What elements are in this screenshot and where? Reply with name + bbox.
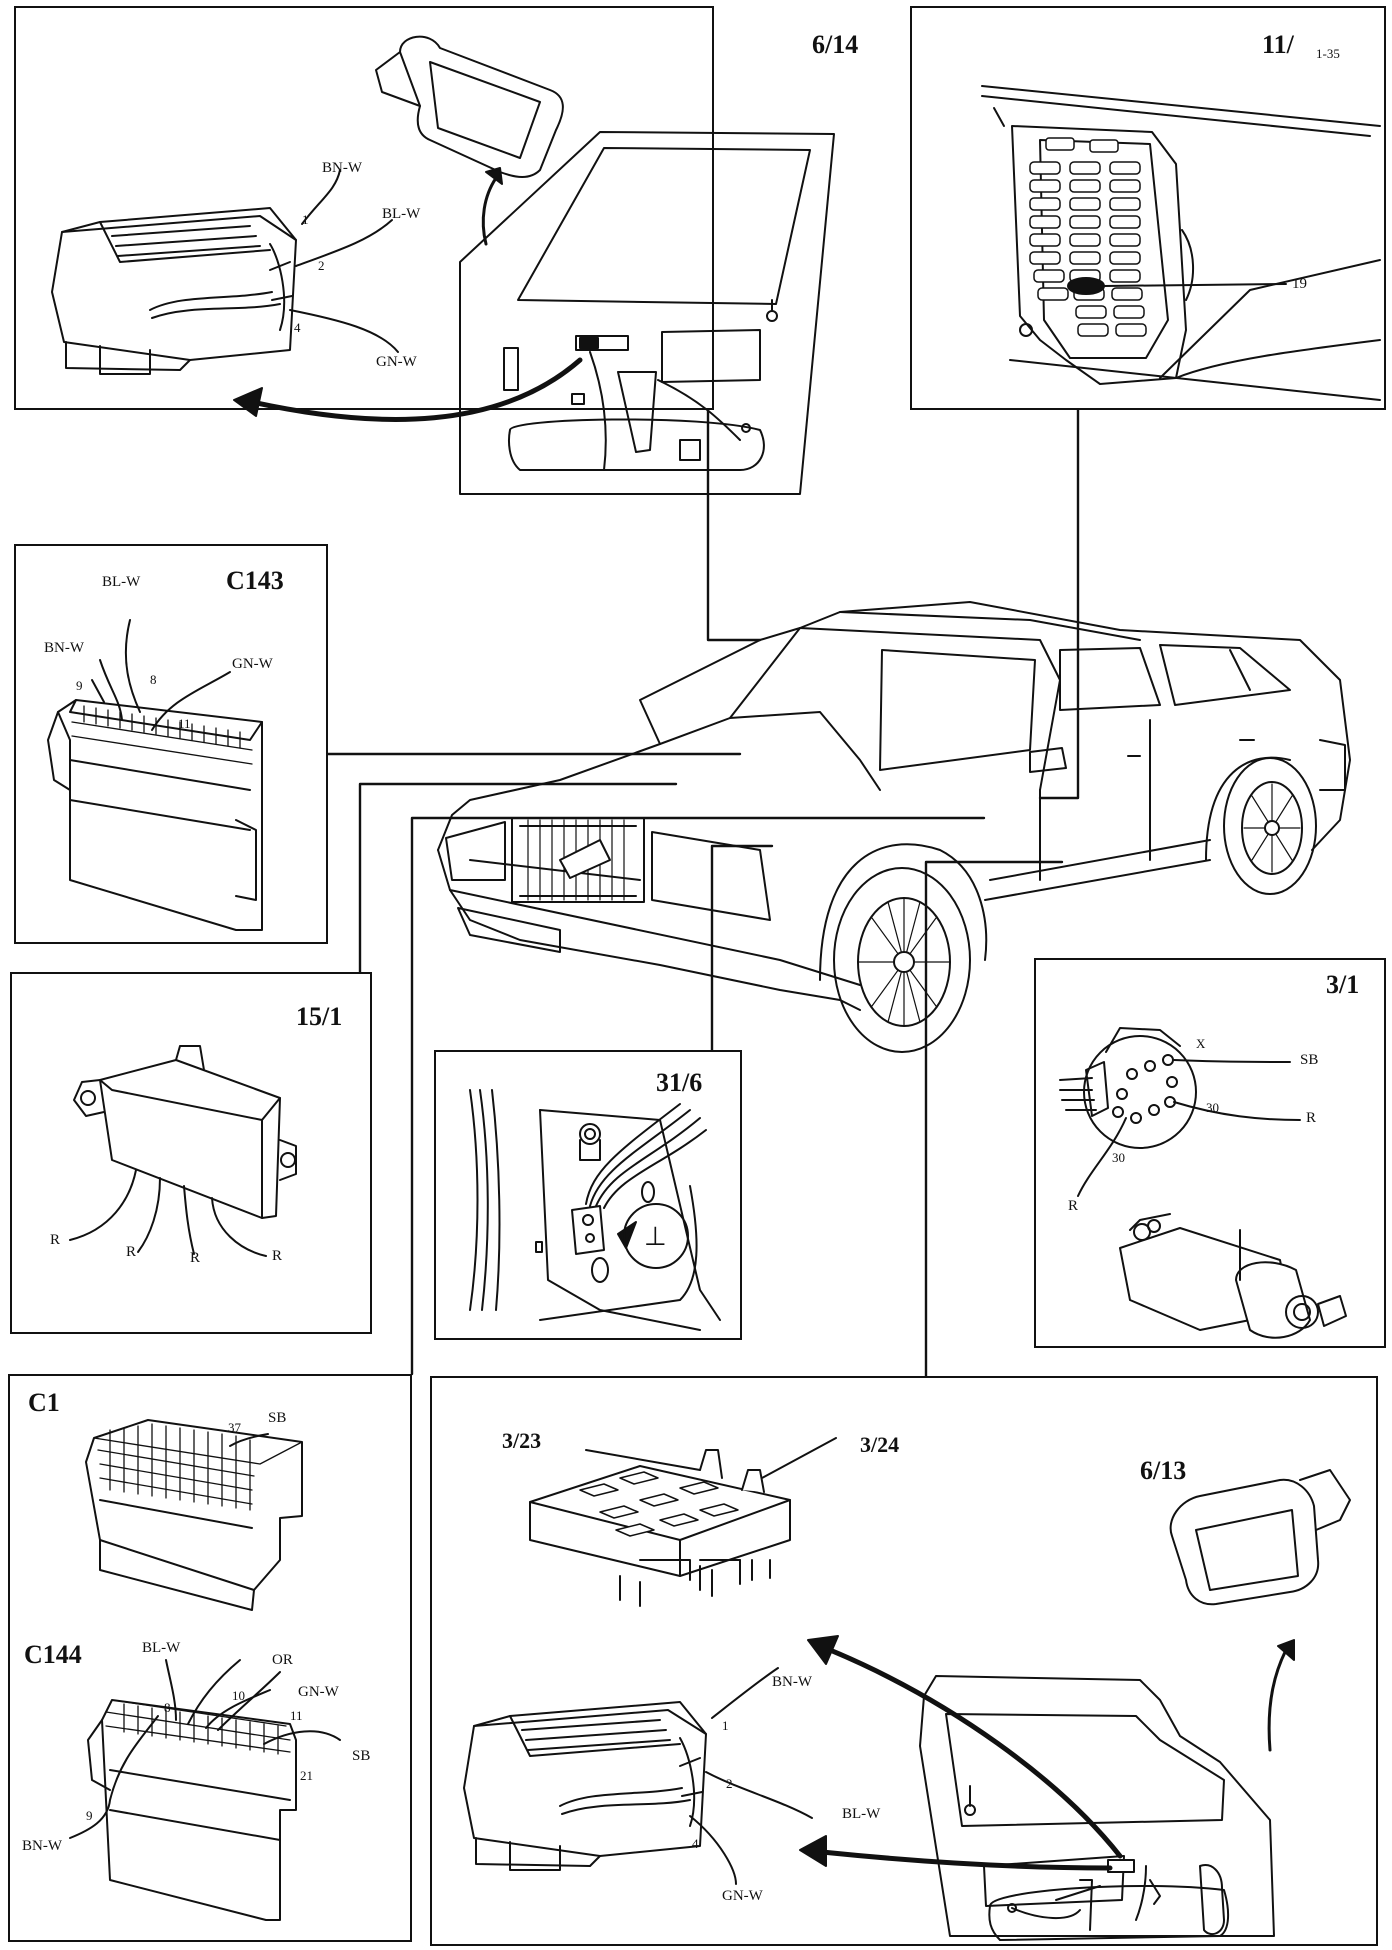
wire-label-bl-w: BL-W xyxy=(842,1806,881,1822)
panel-title-15-1: 15/1 xyxy=(296,1002,343,1031)
panel-31-6 xyxy=(434,1050,742,1340)
wire-label-r: R xyxy=(126,1244,137,1260)
pin-label-21: 21 xyxy=(300,1768,313,1783)
panel-c143 xyxy=(14,544,328,944)
pin-label-2: 2 xyxy=(726,1776,733,1791)
pin-label-1: 1 xyxy=(722,1718,729,1733)
wire-label-gn-w: GN-W xyxy=(232,656,273,672)
panel-11-art xyxy=(981,85,1381,401)
wire-label-bl-w: BL-W xyxy=(142,1640,181,1656)
pin-label-2: 2 xyxy=(318,258,325,273)
terminal-label-30: 30 xyxy=(1112,1150,1125,1165)
panel-c1-c144 xyxy=(8,1374,412,1942)
wire-label-sb: SB xyxy=(268,1410,287,1426)
panel-15-1 xyxy=(10,972,372,1334)
panel-title-11: 11/ xyxy=(1262,30,1294,59)
panel-c1-art xyxy=(85,1419,303,1611)
wire-label-bn-w: BN-W xyxy=(22,1838,62,1854)
wire-label-gn-w: GN-W xyxy=(298,1684,339,1700)
pin-label-4: 4 xyxy=(294,320,301,335)
panel-c144-art xyxy=(69,1659,341,1921)
wire-label-bn-w: BN-W xyxy=(322,160,362,176)
panel-title-6-13: 6/13 xyxy=(1140,1456,1187,1485)
wire-label-bn-w: BN-W xyxy=(44,640,84,656)
panel-6-14-art xyxy=(51,35,835,495)
wire-label-r: R xyxy=(272,1248,283,1264)
wire-label-bl-w: BL-W xyxy=(102,574,141,590)
wire-label-r: R xyxy=(1306,1110,1317,1126)
pin-label-8: 8 xyxy=(164,1700,171,1715)
terminal-label-30: 30 xyxy=(1206,1100,1219,1115)
panel-3-1 xyxy=(1034,958,1386,1348)
terminal-label-x: X xyxy=(1196,1036,1206,1051)
wire-label-sb: SB xyxy=(352,1748,371,1764)
pin-label-4: 4 xyxy=(692,1836,699,1851)
pin-label-11: 11 xyxy=(178,716,191,731)
wire-label-r: R xyxy=(190,1250,201,1266)
panel-6-14 xyxy=(14,6,714,410)
pin-label-1: 1 xyxy=(302,212,309,227)
pin-label-8: 8 xyxy=(150,672,157,687)
pin-label-9: 9 xyxy=(76,678,83,693)
ground-symbol: ⊥ xyxy=(644,1222,667,1251)
panel-6-13 xyxy=(430,1376,1378,1946)
wire-label-sb: SB xyxy=(1300,1052,1319,1068)
pin-label-11: 11 xyxy=(290,1708,303,1723)
wire-label-gn-w: GN-W xyxy=(376,354,417,370)
panel-title-3-1: 3/1 xyxy=(1326,970,1360,999)
wire-label-gn-w: GN-W xyxy=(722,1888,763,1904)
panel-subtitle-1-35: 1-35 xyxy=(1316,46,1340,61)
panel-31-6-art xyxy=(469,1089,721,1331)
wire-label-or: OR xyxy=(272,1652,293,1668)
wire-label-bl-w: BL-W xyxy=(382,206,421,222)
wire-label-r: R xyxy=(1068,1198,1079,1214)
wire-label-r: R xyxy=(50,1232,61,1248)
panel-6-13-art xyxy=(463,1437,1351,1941)
pin-label-10: 10 xyxy=(232,1688,245,1703)
panel-3-1-art xyxy=(1059,1027,1347,1339)
pin-label-37: 37 xyxy=(228,1420,241,1435)
car-illustration xyxy=(437,601,1351,1053)
switch-label-3-24: 3/24 xyxy=(860,1432,900,1457)
panel-title-c144: C144 xyxy=(24,1640,82,1669)
pin-label-9: 9 xyxy=(86,1808,93,1823)
panel-15-1-art xyxy=(69,1045,297,1257)
fuse-label-19: 19 xyxy=(1292,276,1307,292)
leader-lines xyxy=(326,408,1080,1378)
panel-title-6-14: 6/14 xyxy=(812,30,859,59)
panel-c143-art xyxy=(47,619,263,931)
panel-title-c1: C1 xyxy=(28,1388,60,1417)
panel-11 xyxy=(910,6,1386,410)
wire-label-bn-w: BN-W xyxy=(772,1674,812,1690)
panel-title-31-6: 31/6 xyxy=(656,1068,703,1097)
switch-label-3-23: 3/23 xyxy=(502,1428,542,1453)
panel-title-c143: C143 xyxy=(226,566,284,595)
